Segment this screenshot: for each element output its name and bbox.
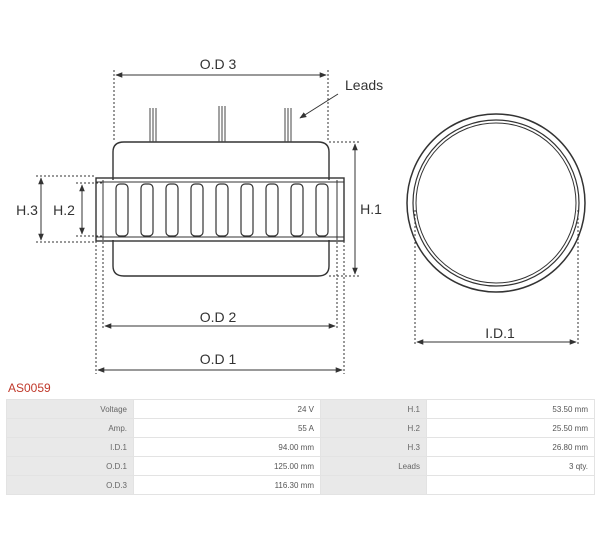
spec-key: Voltage [6, 399, 134, 419]
stator-slots [115, 183, 329, 237]
spec-value-empty [426, 475, 595, 495]
dimension-h2 [76, 182, 103, 237]
spec-value: 25.50 mm [426, 418, 595, 438]
spec-key: I.D.1 [6, 437, 134, 457]
label-h2: H.2 [53, 202, 75, 218]
dimension-od3 [113, 70, 329, 142]
label-h1: H.1 [360, 201, 382, 217]
spec-value: 55 A [133, 418, 321, 438]
dimension-h1 [329, 141, 360, 277]
stator-technical-drawing: O.D 3 Leads H.3 H.2 H.1 O.D 2 O.D 1 [16, 56, 586, 374]
spec-key: H.3 [320, 437, 427, 457]
spec-key: H.2 [320, 418, 427, 438]
table-row: Amp. 55 A H.2 25.50 mm [6, 418, 595, 438]
label-leads: Leads [345, 77, 383, 93]
label-h3: H.3 [16, 202, 38, 218]
dimension-od2 [102, 238, 338, 330]
spec-table: Voltage 24 V H.1 53.50 mm Amp. 55 A H.2 … [6, 399, 595, 495]
spec-key: Leads [320, 456, 427, 476]
spec-value: 94.00 mm [133, 437, 321, 457]
spec-value: 116.30 mm [133, 475, 321, 495]
dimension-od1 [95, 241, 345, 374]
table-row: O.D.1 125.00 mm Leads 3 qty. [6, 456, 595, 476]
table-row: O.D.3 116.30 mm [6, 475, 595, 495]
spec-key: Amp. [6, 418, 134, 438]
spec-value: 125.00 mm [133, 456, 321, 476]
table-row: Voltage 24 V H.1 53.50 mm [6, 399, 595, 419]
spec-value: 24 V [133, 399, 321, 419]
leads-wires [149, 106, 292, 142]
spec-key: O.D.3 [6, 475, 134, 495]
spec-key-empty [320, 475, 427, 495]
spec-value: 26.80 mm [426, 437, 595, 457]
spec-key: H.1 [320, 399, 427, 419]
table-row: I.D.1 94.00 mm H.3 26.80 mm [6, 437, 595, 457]
label-od3: O.D 3 [200, 56, 237, 72]
dimension-id1 [414, 210, 579, 346]
label-od1: O.D 1 [200, 351, 237, 367]
spec-value: 53.50 mm [426, 399, 595, 419]
spec-key: O.D.1 [6, 456, 134, 476]
leads-pointer-arrow [299, 93, 339, 119]
label-id1: I.D.1 [485, 325, 515, 341]
spec-value: 3 qty. [426, 456, 595, 476]
stator-front-view [406, 113, 586, 293]
dimension-h3 [36, 175, 96, 243]
part-code: AS0059 [8, 381, 51, 395]
stator-side-view [95, 141, 345, 277]
label-od2: O.D 2 [200, 309, 237, 325]
